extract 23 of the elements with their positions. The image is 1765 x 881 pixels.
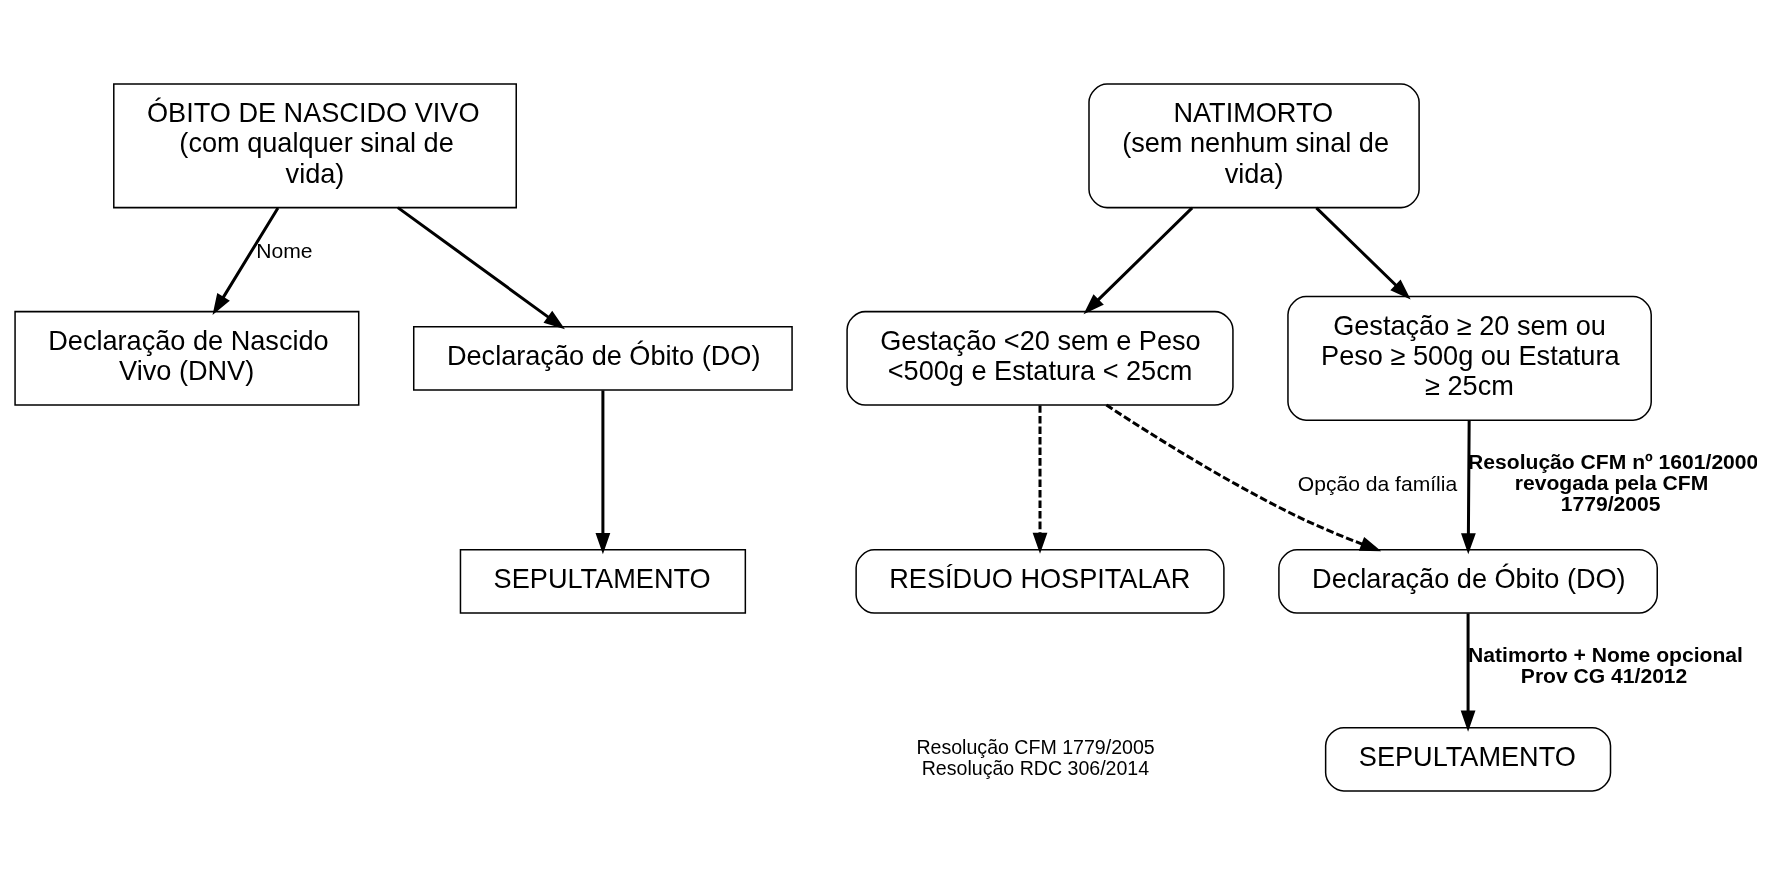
node-box: RESÍDUO HOSPITALAR bbox=[855, 549, 1225, 614]
node-box: Declaração de Nascido Vivo (DNV) bbox=[14, 310, 360, 406]
node-label: Resolução CFM 1779/2005 bbox=[916, 735, 1155, 758]
edge-label: Resolução CFM nº 1601/2000 revogada pela CFM 1779/2005 bbox=[1468, 449, 1759, 515]
node-box: Declaração de Óbito (DO) bbox=[1278, 549, 1658, 614]
node-box: SEPULTAMENTO bbox=[1324, 726, 1612, 792]
edge-label: Opção da família bbox=[1297, 471, 1458, 495]
node-box: Declaração de Óbito (DO) bbox=[413, 325, 793, 391]
arrow bbox=[1315, 206, 1411, 300]
node-box: ÓBITO DE NASCIDO VIVO (com qualquer sinal de vida) bbox=[113, 83, 517, 209]
arrow bbox=[595, 390, 611, 555]
edge-label: Nome bbox=[256, 238, 313, 262]
arrow bbox=[1083, 206, 1194, 315]
node-box: Gestação ≥ 20 sem ou Peso ≥ 500g ou Estatura ≥ 25cm bbox=[1287, 295, 1652, 421]
arrow bbox=[212, 207, 280, 315]
node-box: NATIMORTO (sem nenhum sinal de vida) bbox=[1088, 83, 1420, 209]
arrow bbox=[1105, 403, 1382, 552]
arrow bbox=[1032, 405, 1048, 554]
arrow bbox=[1460, 613, 1476, 732]
arrow bbox=[397, 206, 565, 330]
node-box: Gestação <20 sem e Peso <500g e Estatura < 25cm bbox=[846, 310, 1234, 406]
node-box: SEPULTAMENTO bbox=[459, 549, 747, 614]
arrow bbox=[1461, 420, 1476, 555]
